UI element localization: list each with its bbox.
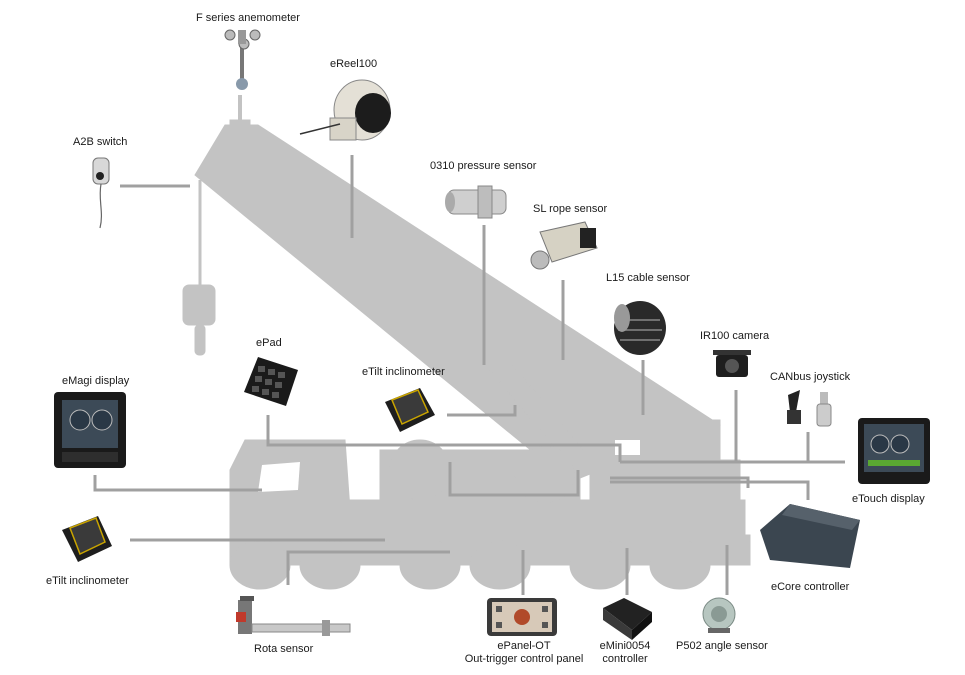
controller-icon bbox=[760, 504, 860, 568]
label-etilt-left: eTilt inclinometer bbox=[46, 575, 129, 587]
label-epanel-desc: Out-trigger control panel bbox=[464, 653, 584, 665]
cable-sensor-icon bbox=[614, 301, 666, 355]
controller-icon bbox=[603, 598, 652, 640]
label-ecore: eCore controller bbox=[771, 581, 850, 593]
control-panel-icon bbox=[487, 598, 557, 636]
rota-sensor-icon bbox=[236, 596, 351, 636]
joystick-icon bbox=[787, 390, 832, 427]
camera-icon bbox=[713, 350, 751, 377]
label-ereel: eReel100 bbox=[330, 58, 378, 70]
label-camera: IR100 camera bbox=[700, 330, 770, 342]
label-epanel: ePanel-OT Out-trigger control panel bbox=[446, 640, 602, 666]
anemometer-icon bbox=[224, 29, 261, 90]
display-icon bbox=[54, 392, 126, 468]
a2b-switch-icon bbox=[92, 157, 110, 229]
inclinometer-icon bbox=[62, 516, 112, 562]
keypad-icon bbox=[244, 357, 298, 406]
cable-reel-icon bbox=[299, 79, 391, 141]
label-etilt-top: eTilt inclinometer bbox=[362, 366, 445, 378]
label-p502: P502 angle sensor bbox=[676, 640, 768, 652]
pressure-sensor-icon bbox=[445, 185, 507, 219]
label-anemometer: F series anemometer bbox=[196, 12, 300, 24]
display-icon bbox=[858, 418, 930, 484]
label-etouch: eTouch display bbox=[852, 493, 925, 505]
inclinometer-icon bbox=[385, 388, 435, 432]
label-epad: ePad bbox=[256, 337, 282, 349]
label-emini: eMini0054 controller bbox=[588, 640, 662, 666]
label-epanel-name: ePanel-OT bbox=[497, 640, 551, 652]
label-cable-sensor: L15 cable sensor bbox=[606, 272, 690, 284]
label-rota: Rota sensor bbox=[254, 643, 314, 655]
label-emagi: eMagi display bbox=[62, 375, 130, 387]
label-joystick: CANbus joystick bbox=[770, 371, 851, 383]
connector-lines bbox=[93, 155, 845, 595]
angle-sensor-icon bbox=[702, 597, 736, 633]
label-rope-sensor: SL rope sensor bbox=[533, 203, 608, 215]
label-pressure-sensor: 0310 pressure sensor bbox=[430, 160, 537, 172]
rope-sensor-icon bbox=[530, 221, 598, 270]
label-a2b-switch: A2B switch bbox=[73, 136, 128, 148]
label-emini-desc: controller bbox=[602, 653, 648, 665]
label-emini-name: eMini0054 bbox=[599, 640, 651, 652]
